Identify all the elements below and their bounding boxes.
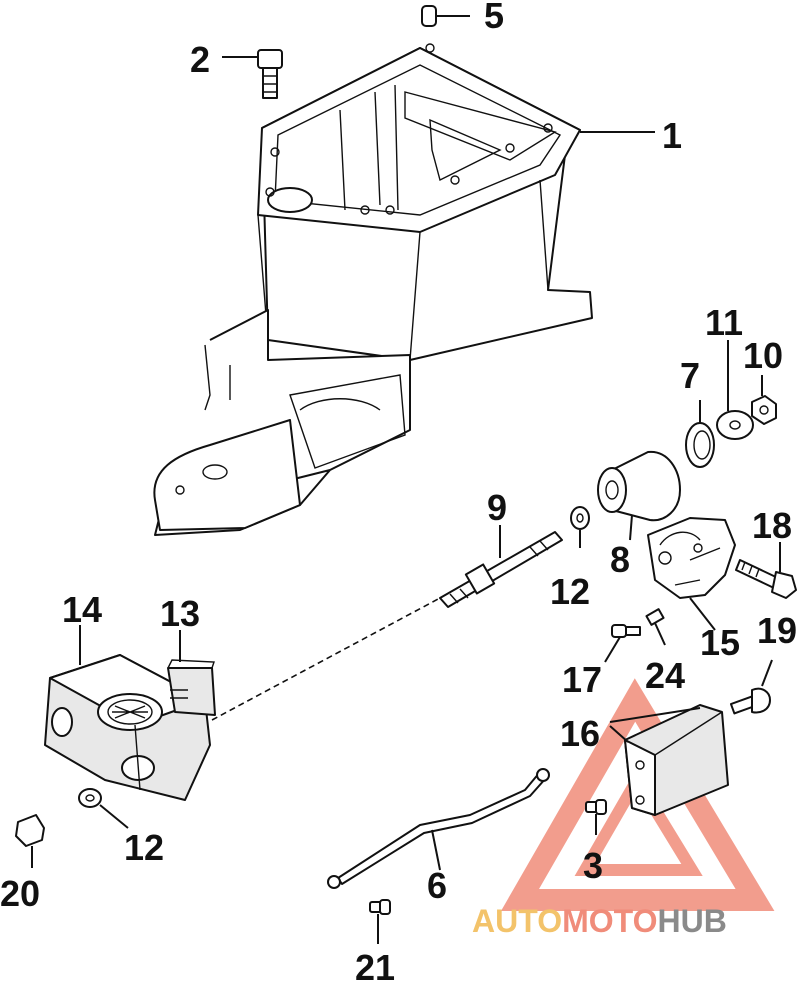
label-19: 19 [757,610,797,651]
part-5-dowel-pin [421,5,470,27]
part-3-screw [585,799,607,835]
part-7-seal [685,400,715,468]
label-3: 3 [583,845,603,886]
part-14-block [44,625,211,801]
label-2: 2 [190,39,210,80]
label-21: 21 [355,947,395,985]
label-14: 14 [62,589,102,630]
label-11: 11 [705,302,743,343]
part-21-screw [369,899,391,944]
part-20-cap [15,814,45,868]
watermark-inner-triangle [574,768,703,876]
label-12-lower: 12 [124,827,164,868]
label-6: 6 [427,865,447,906]
label-7: 7 [680,355,700,396]
watermark-hub: HUB [657,903,726,939]
part-18-bolt [735,542,797,599]
part-10-nut [751,375,777,425]
label-24: 24 [645,655,685,696]
label-20: 20 [0,873,40,914]
label-17: 17 [562,659,602,700]
label-5: 5 [484,0,504,36]
label-16: 16 [560,713,600,754]
label-15: 15 [700,622,740,663]
part-15-bracket [647,517,736,631]
label-13: 13 [160,593,200,634]
label-18: 18 [752,505,792,546]
part-24-set-screw [645,608,666,646]
label-8: 8 [610,539,630,580]
part-1-housing [153,43,593,536]
watermark-text: AUTOMOTOHUB [472,903,727,939]
watermark-logo [500,678,775,911]
watermark-triangle [500,678,775,911]
part-16-anode [609,704,729,816]
part-11-washer [716,340,754,440]
part-6-rod [327,768,550,889]
watermark-auto: AUTO [472,903,562,939]
label-9: 9 [487,487,507,528]
part-8-bushing [597,450,681,541]
part-13-clip [167,630,216,716]
part-12-washer-upper [570,506,590,548]
label-10: 10 [743,335,783,376]
part-17-screw [604,624,641,663]
label-1: 1 [662,115,682,156]
part-19-screw [729,659,773,715]
watermark-moto: MOTO [562,903,657,939]
part-2-bolt [222,49,283,99]
part-9-stud [439,525,563,608]
part-12-washer-lower [78,788,129,829]
label-12-upper: 12 [550,571,590,612]
assembly-line [211,597,441,721]
